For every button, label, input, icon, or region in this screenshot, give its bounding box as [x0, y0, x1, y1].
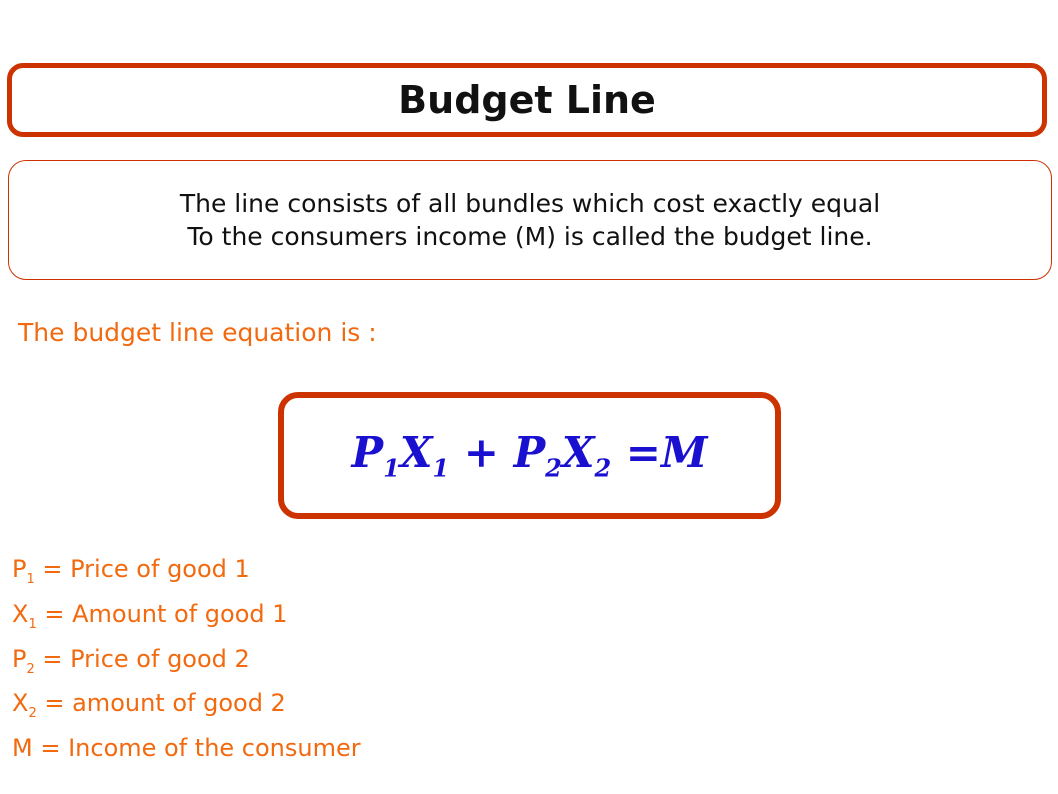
- title-box: Budget Line: [7, 63, 1047, 137]
- equation-label: The budget line equation is :: [18, 318, 377, 347]
- definition-line-1: The line consists of all bundles which c…: [179, 189, 881, 218]
- equation-box: P1X1 + P2X2 =M: [278, 392, 781, 519]
- legend-item: P1 = Price of good 1: [12, 555, 250, 587]
- definition-line-2: To the consumers income (M) is called th…: [187, 222, 873, 251]
- equation: P1X1 + P2X2 =M: [351, 428, 708, 483]
- legend-item: X1 = Amount of good 1: [12, 599, 288, 632]
- page-title: Budget Line: [398, 78, 656, 122]
- legend-item: P2 = Price of good 2: [12, 644, 250, 677]
- definition-box: The line consists of all bundles which c…: [8, 160, 1052, 280]
- variable-legend: P1 = Price of good 1 X1 = Amount of good…: [12, 552, 361, 765]
- legend-item: X2 = amount of good 2: [12, 689, 286, 722]
- legend-item: M = Income of the consumer: [12, 734, 361, 763]
